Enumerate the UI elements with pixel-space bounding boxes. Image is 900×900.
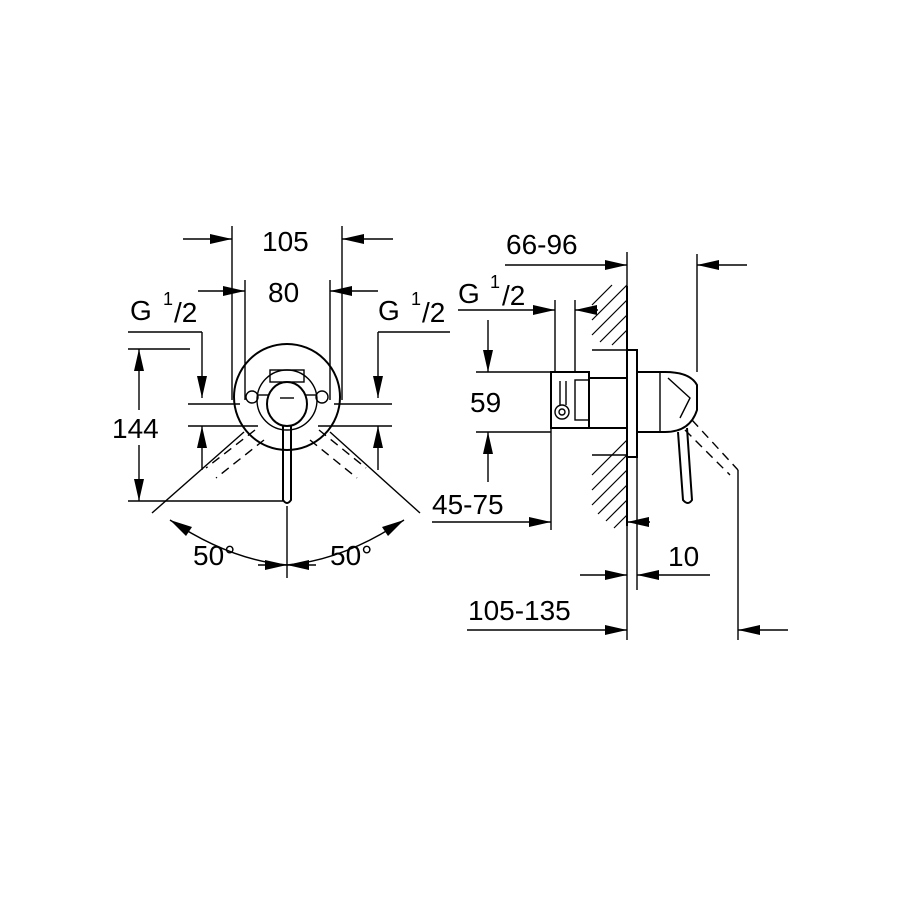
side-spacing-label: 59 <box>470 387 501 418</box>
side-thread-sup: 1 <box>490 272 500 292</box>
front-cover-plate <box>233 343 341 451</box>
side-view: 66-96 G 1 /2 59 45-75 <box>432 229 788 640</box>
side-lever <box>677 427 694 504</box>
front-thread-left-sup: 1 <box>163 289 173 309</box>
front-view: 105 80 G 1 /2 G 1 /2 <box>112 226 450 578</box>
side-thread-sub: /2 <box>502 280 525 311</box>
front-thread-right-sub: /2 <box>422 297 445 328</box>
front-thread-left-sub: /2 <box>174 297 197 328</box>
front-angle-left-label: 50° <box>193 540 235 571</box>
front-height-label: 144 <box>112 413 159 444</box>
front-thread-right-sup: 1 <box>411 289 421 309</box>
front-lever-hub <box>266 381 308 427</box>
side-cover-plate <box>626 349 638 458</box>
side-handle <box>636 371 698 433</box>
front-valve-body <box>256 369 318 431</box>
front-lever <box>282 425 292 504</box>
front-angle-right-label: 50° <box>330 540 372 571</box>
front-width-inner-label: 80 <box>268 277 299 308</box>
front-thread-left-g: G <box>130 295 152 326</box>
front-width-outer-label: 105 <box>262 226 309 257</box>
side-thread-g: G <box>458 278 480 309</box>
wall-hatching <box>591 284 628 529</box>
side-total-range-label: 105-135 <box>468 595 571 626</box>
side-plate-label: 10 <box>668 541 699 572</box>
side-depth-range-label: 66-96 <box>506 229 578 260</box>
side-install-range-label: 45-75 <box>432 489 504 520</box>
front-thread-right-g: G <box>378 295 400 326</box>
